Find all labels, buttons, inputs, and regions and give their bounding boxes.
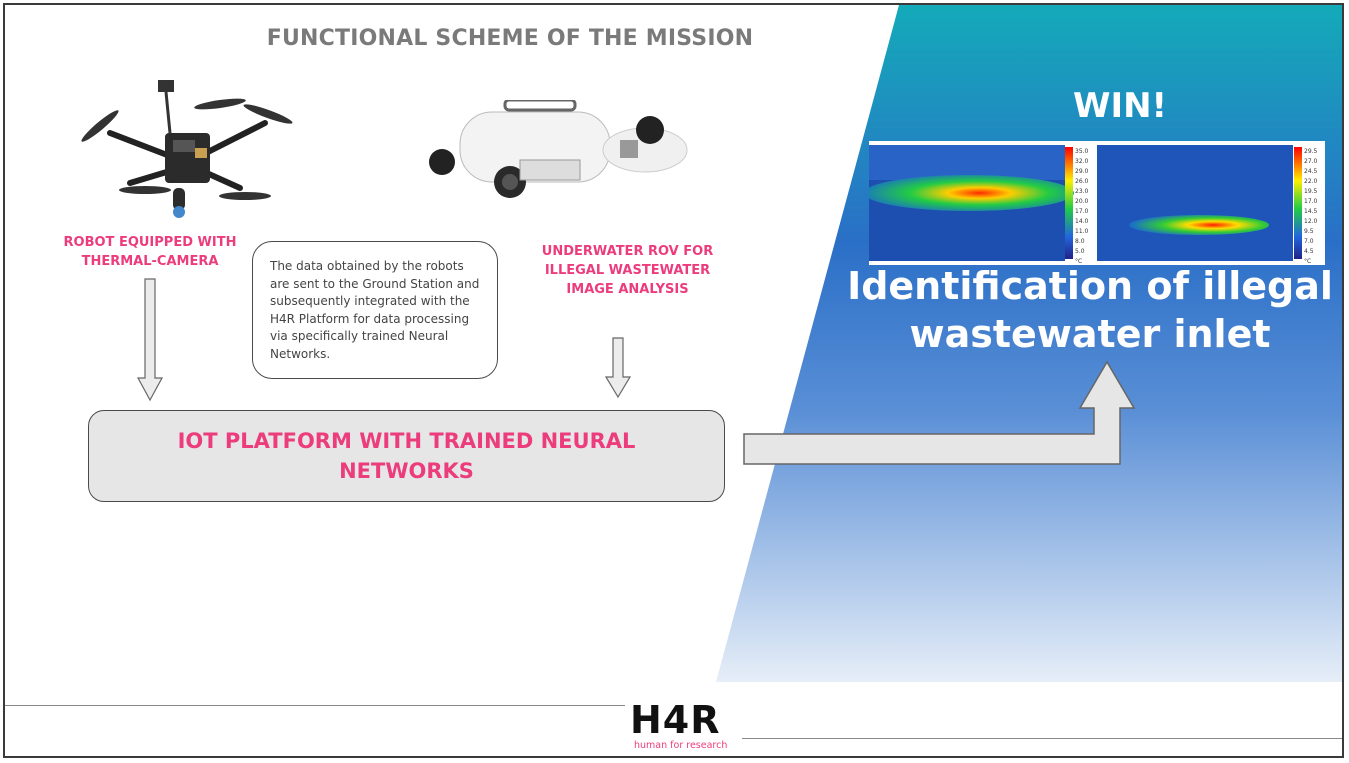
down-arrow-left — [137, 278, 163, 402]
thermal-scale-left-tick-label: 35.0 — [1075, 148, 1089, 155]
thermal-scale-left-tick-label: °C — [1075, 258, 1082, 265]
thermal-scale-left-tick-label: 11.0 — [1075, 228, 1089, 235]
thermal-scale-right-tick-label: 12.0 — [1304, 218, 1318, 225]
thermal-images: 35.0 32.0 29.0 26.0 23.0 20.0 17.0 14.0 11.0 8.0 5… — [864, 141, 1325, 265]
thermal-scale-left-tick-label: 20.0 — [1075, 198, 1089, 205]
robot-label: ROBOT EQUIPPED WITH THERMAL-CAMERA — [63, 235, 237, 269]
thermal-scale-right-tick-label: 24.5 — [1304, 168, 1318, 175]
thermal-scale-left-tick-label: 32.0 — [1075, 158, 1089, 165]
thermal-scale-left-tick-label: 5.0 — [1075, 248, 1085, 255]
info-text-box: The data obtained by the robots are sent… — [252, 241, 498, 379]
thermal-scale-left-tick-label: 29.0 — [1075, 168, 1089, 175]
thermal-scale-right-tick-label: 19.5 — [1304, 188, 1318, 195]
page-title: FUNCTIONAL SCHEME OF THE MISSION — [266, 26, 754, 51]
drone-image — [81, 80, 293, 218]
footer-divider-right — [742, 738, 1344, 739]
thermal-scale-left-tick-label: 26.0 — [1075, 178, 1089, 185]
thermal-scale-left-tick-label: 17.0 — [1075, 208, 1089, 215]
thermal-scale-right-tick-label: 17.0 — [1304, 198, 1318, 205]
thermal-scale-right-tick-label: 4.5 — [1304, 248, 1314, 255]
down-arrow-right — [605, 337, 631, 399]
h4r-logo-mark: H4R — [630, 698, 721, 742]
win-heading: WIN! — [1072, 86, 1168, 126]
rov-label: UNDERWATER ROV FOR ILLEGAL WASTEWATER IM… — [541, 244, 714, 297]
underwater-rov-image — [429, 100, 688, 198]
h4r-logo: H4R human for research — [630, 698, 742, 754]
thermal-scale-right-tick-label: 22.0 — [1304, 178, 1318, 185]
thermal-scale-left-tick-label: 14.0 — [1075, 218, 1089, 225]
iot-platform-box: IOT PLATFORM WITH TRAINED NEURAL NETWORK… — [88, 410, 725, 502]
thermal-scale-right-tick-label: 14.5 — [1304, 208, 1318, 215]
identification-heading: Identification of illegal wastewater inl… — [847, 264, 1333, 356]
thermal-scale-right-tick-label: 7.0 — [1304, 238, 1314, 245]
thermal-scale-left-tick-label: 8.0 — [1075, 238, 1085, 245]
thermal-scale-right-tick-label: 29.5 — [1304, 148, 1318, 155]
thermal-scale-right-tick-label: 9.5 — [1304, 228, 1314, 235]
thermal-scale-right-tick-label: °C — [1304, 258, 1311, 265]
thermal-image-pair: 35.0 32.0 29.0 26.0 23.0 20.0 17.0 14.0 11.0 8.0 5… — [864, 145, 1318, 265]
footer-divider-left — [5, 705, 625, 706]
elbow-arrow — [743, 360, 1136, 465]
thermal-scale-right-tick-label: 27.0 — [1304, 158, 1318, 165]
h4r-logo-tagline: human for research — [634, 740, 728, 751]
thermal-scale-left-tick-label: 23.0 — [1075, 188, 1089, 195]
